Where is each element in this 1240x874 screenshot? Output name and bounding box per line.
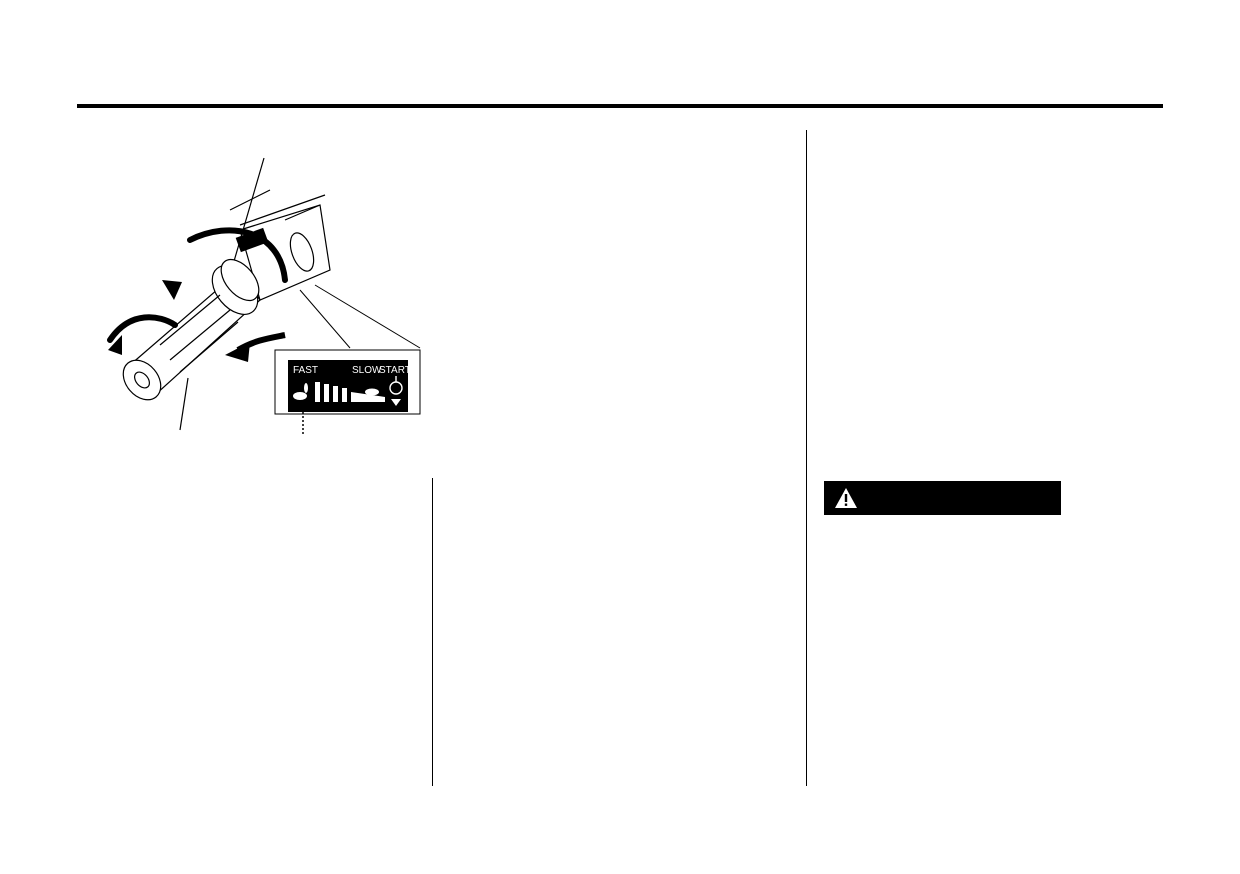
column-divider-right-upper bbox=[806, 130, 807, 786]
column-divider-left-lower bbox=[432, 478, 433, 786]
turtle-icon bbox=[365, 388, 379, 396]
scale-slow-label: SLOW bbox=[352, 365, 382, 376]
top-rule bbox=[77, 104, 1163, 108]
warning-triangle-icon bbox=[835, 488, 857, 508]
rabbit-icon bbox=[293, 383, 308, 400]
scale-start-label: START bbox=[379, 365, 411, 376]
scale-fast-label: FAST bbox=[293, 365, 318, 376]
choke-icon bbox=[389, 376, 403, 395]
throttle-grip-illustration: FAST SLOW START bbox=[107, 157, 421, 434]
triangle-down-icon bbox=[391, 399, 401, 406]
warning-header-bar bbox=[824, 481, 1061, 515]
